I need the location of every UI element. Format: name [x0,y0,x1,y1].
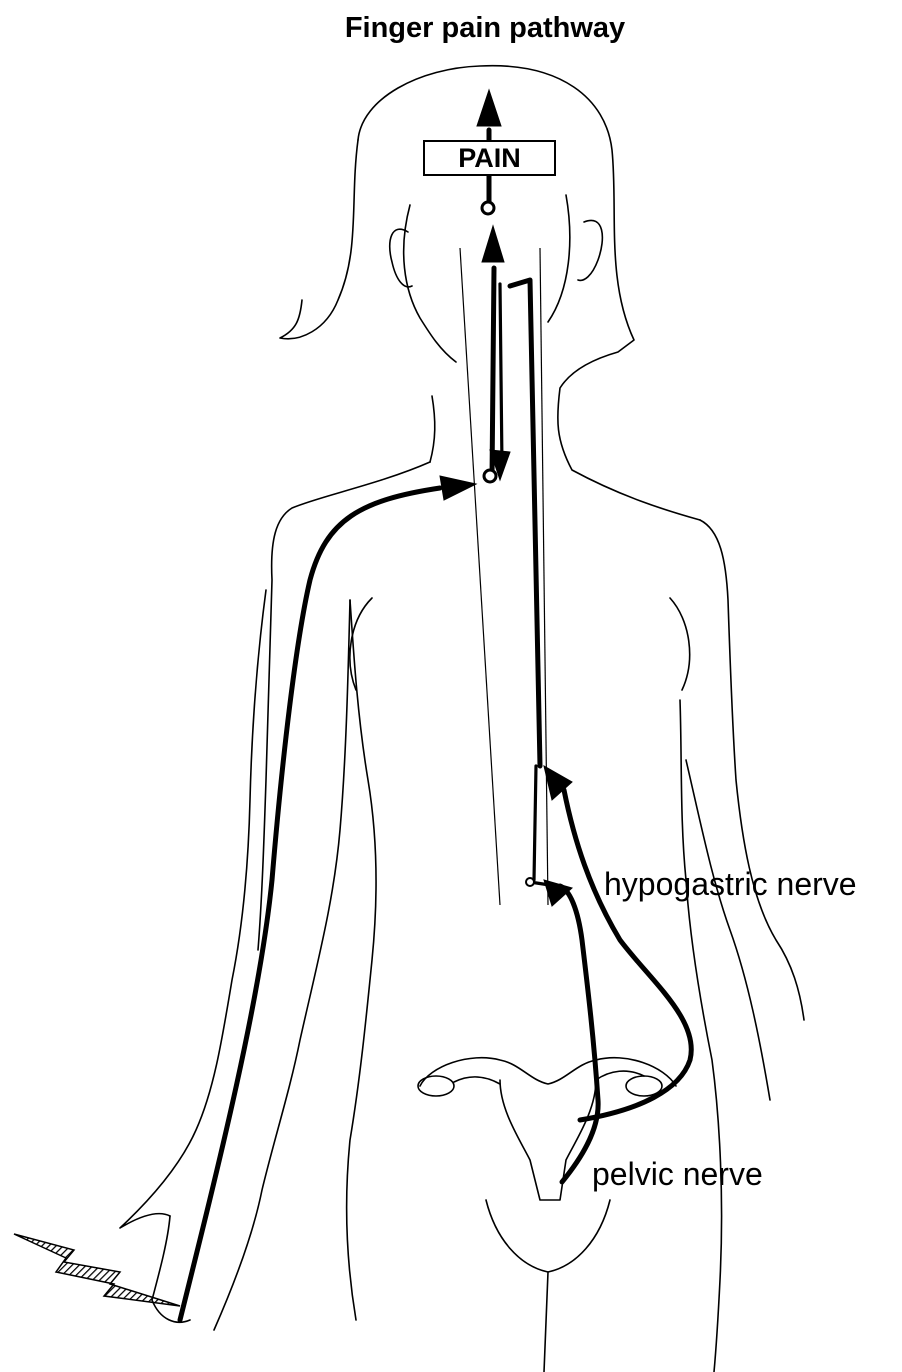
arrowhead-icon [477,90,501,126]
pelvic-nerve [560,886,598,1182]
synapse-dot [526,878,534,886]
hair-left [280,140,358,339]
hypogastric-nerve-label: hypogastric nerve [604,866,857,903]
face-left [404,205,456,362]
neck-left [430,396,435,462]
midline-right [540,248,548,905]
synapse-dot [484,470,496,482]
arrowhead-icon [544,766,572,800]
finger-nerve [180,488,440,1320]
left-shoulder [258,462,430,950]
breast-right [670,598,690,690]
arrowhead-icon [482,226,504,262]
spinal-long-column [510,280,540,766]
right-shoulder [700,520,804,1020]
spinal-descending [500,284,502,466]
crotch [486,1200,610,1272]
pain-box: PAIN [423,140,556,176]
left-arm-outer [120,590,266,1228]
torso-right [680,700,722,1372]
ear-left [390,229,412,287]
spinal-ascending [492,268,494,478]
brain-dot [482,202,494,214]
hypogastric-link [534,766,536,880]
pain-bolt-icon [14,1234,180,1306]
leg-divide [544,1272,548,1372]
pelvic-nerve-label: pelvic nerve [592,1156,763,1193]
right-arm-inner [686,760,770,1100]
ear-right [578,220,602,280]
torso-left [347,600,376,1320]
arrowhead-icon [440,476,476,500]
face-right [548,195,570,322]
